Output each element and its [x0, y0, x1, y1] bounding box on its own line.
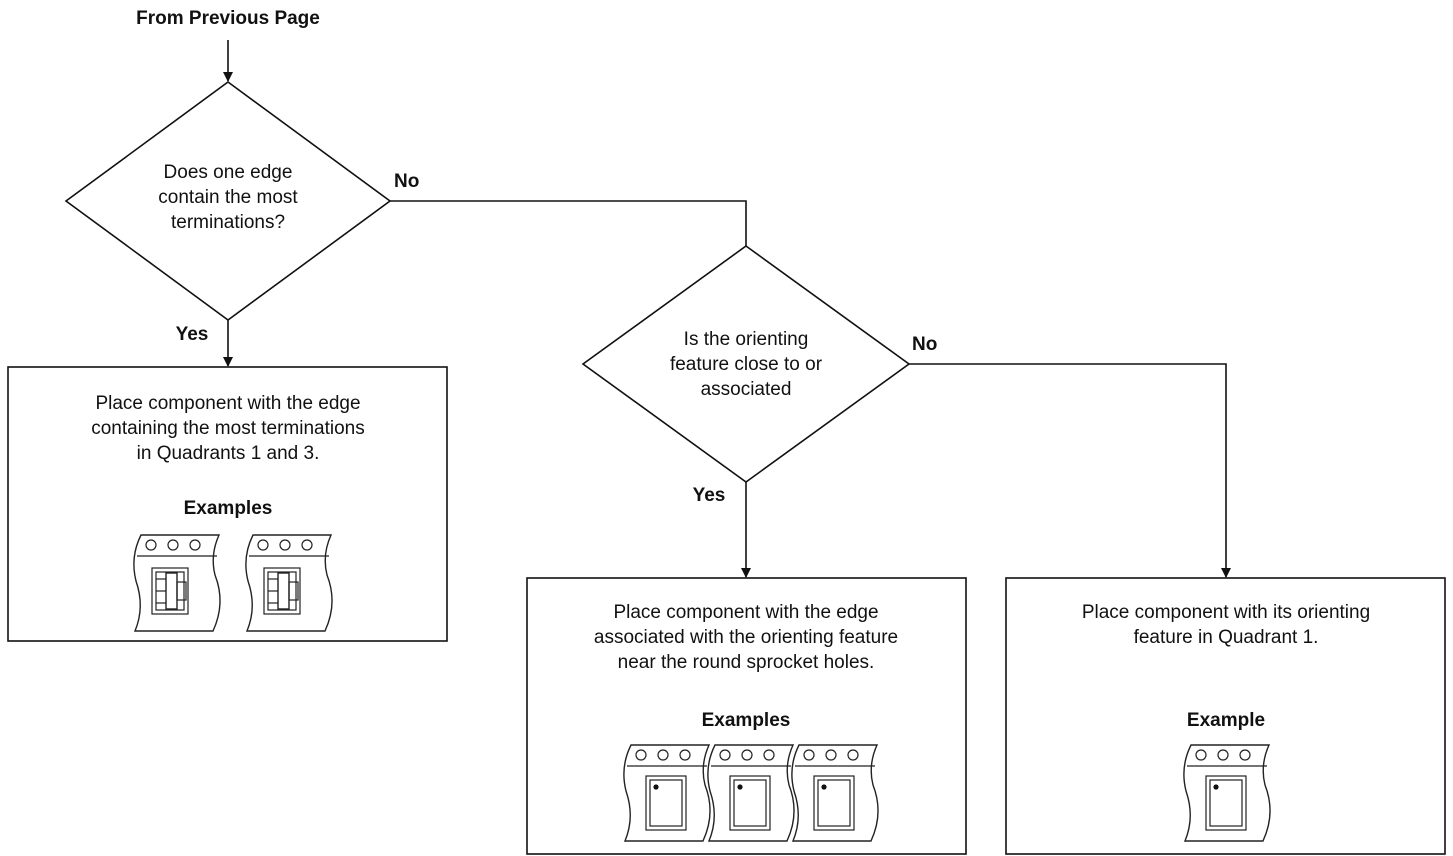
- left-box-line-1: Place component with the edge: [95, 393, 360, 414]
- d1-no-label: No: [394, 171, 419, 192]
- middle-box-line-1: Place component with the edge: [613, 602, 878, 623]
- d1-line-3: terminations?: [171, 212, 285, 233]
- tape-pocket-dot-icon: [1183, 744, 1271, 842]
- tape-pocket-dot-icon: [707, 744, 795, 842]
- left-box-line-3: in Quadrants 1 and 3.: [137, 443, 320, 464]
- left-box-line-2: containing the most terminations: [91, 418, 365, 439]
- d1-yes-label: Yes: [176, 324, 209, 345]
- left-examples-label: Examples: [184, 498, 273, 519]
- d1-line-2: contain the most: [158, 187, 298, 208]
- d2-line-1: Is the orienting: [684, 329, 809, 350]
- right-example-label: Example: [1187, 710, 1265, 731]
- tape-pocket-dot-icon: [623, 744, 711, 842]
- from-previous-page-label: From Previous Page: [136, 8, 320, 29]
- d2-yes-label: Yes: [693, 485, 726, 506]
- d2-line-3: associated: [701, 379, 792, 400]
- connector-d1-no: [390, 200, 747, 246]
- connector-d2-no: [909, 363, 1231, 578]
- middle-examples-label: Examples: [702, 710, 791, 731]
- tape-pocket-dot-icon: [791, 744, 879, 842]
- d1-line-1: Does one edge: [164, 162, 293, 183]
- right-box-line-1: Place component with its orienting: [1082, 602, 1370, 623]
- d2-no-label: No: [912, 334, 937, 355]
- box-most-terminations: [7, 366, 448, 642]
- d2-line-2: feature close to or: [670, 354, 823, 375]
- right-box-line-2: feature in Quadrant 1.: [1134, 627, 1319, 648]
- middle-box-line-3: near the round sprocket holes.: [618, 652, 875, 673]
- middle-box-line-2: associated with the orienting feature: [594, 627, 898, 648]
- tape-pocket-dip-icon: [245, 534, 333, 632]
- tape-pocket-dip-icon: [133, 534, 221, 632]
